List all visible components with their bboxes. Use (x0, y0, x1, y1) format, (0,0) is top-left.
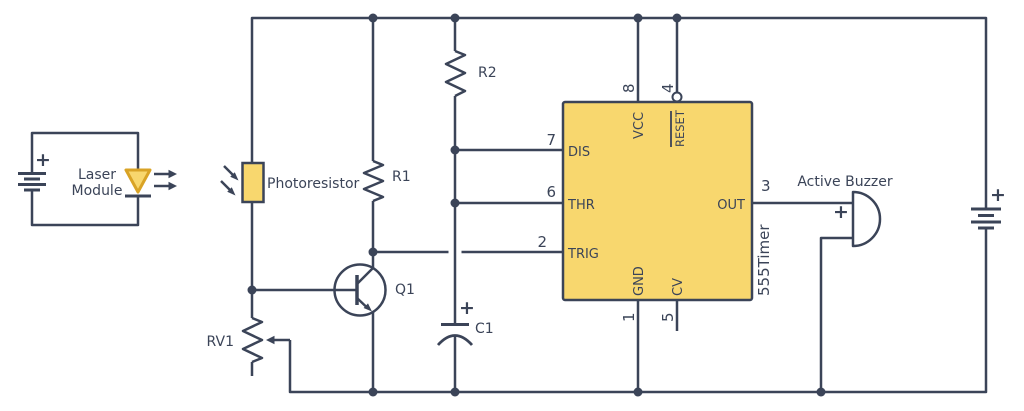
top-rail-wire (250, 16, 988, 209)
laser-battery-icon (18, 172, 46, 192)
laser-diode-icon (124, 168, 152, 198)
gnd-pin-number: 1 (620, 312, 638, 322)
out-pin-number: 3 (761, 177, 771, 195)
laser-module-label-line2: Module (72, 183, 123, 199)
trig-pin-number: 2 (537, 233, 547, 251)
junction-dot (450, 13, 460, 23)
c1-label: C1 (475, 321, 494, 337)
q1-emitter (356, 297, 368, 309)
junction-dot (633, 13, 643, 23)
photoresistor-light-arrows-icon (220, 165, 239, 196)
photoresistor-body (241, 161, 265, 204)
q1-emitter-arrowhead (363, 303, 372, 312)
rv1-label: RV1 (207, 334, 234, 350)
r1-label: R1 (392, 169, 411, 185)
resistor-r1: R1 (362, 159, 411, 203)
thr-pin-number: 6 (546, 183, 556, 201)
q1-label: Q1 (395, 282, 415, 298)
junction-dots (247, 13, 826, 397)
junction-dot (450, 145, 460, 155)
buzzer: + Active Buzzer (797, 174, 893, 248)
resistor-r2: R2 (444, 49, 497, 98)
out-pin-label: OUT (717, 198, 745, 213)
main-circuit-wires (250, 16, 988, 394)
main-battery-plus-label: + (990, 184, 1006, 206)
timer-ic-name: 555Timer (755, 224, 773, 296)
cv-pin-number: 5 (659, 312, 677, 322)
laser-module-circuit: + Laser Module (18, 131, 177, 227)
main-battery-icon: + (971, 184, 1006, 230)
cv-pin-label: CV (671, 278, 686, 296)
c1-curved-plate (436, 334, 474, 346)
junction-dot (368, 13, 378, 23)
junction-dot (450, 198, 460, 208)
junction-dot (247, 285, 257, 295)
buzzer-body (851, 190, 882, 248)
laser-module-wire (30, 131, 140, 227)
buzzer-plus-label: + (833, 201, 849, 223)
junction-dot (368, 387, 378, 397)
laser-module-label-line1: Laser (78, 167, 116, 183)
junction-dot (816, 387, 826, 397)
timer-ic-body (561, 100, 754, 302)
reset-pin-label: RESET (673, 109, 687, 147)
laser-beam-arrows-icon (154, 169, 177, 191)
thr-pin-label: THR (567, 198, 595, 213)
reset-inversion-bubble (671, 91, 683, 103)
r2-label: R2 (478, 65, 497, 81)
rv1-zigzag (241, 316, 264, 364)
junction-dot (633, 387, 643, 397)
dis-pin-number: 7 (546, 131, 556, 149)
timer-ic: DIS THR TRIG OUT VCC RESET GND CV 555Tim… (537, 83, 773, 322)
capacitor-c1: + C1 (436, 297, 494, 346)
trig-pin-label: TRIG (567, 247, 599, 262)
buzzer-label: Active Buzzer (797, 174, 893, 190)
photoresistor: Photoresistor (220, 161, 360, 204)
transistor-q1: Q1 (252, 263, 415, 317)
potentiometer-rv1: RV1 (207, 316, 275, 364)
q1-collector (356, 267, 374, 285)
c1-plus-label: + (459, 297, 475, 319)
r2-zigzag (444, 49, 467, 98)
dis-pin-label: DIS (568, 145, 590, 160)
vcc-pin-label: VCC (632, 112, 647, 139)
photoresistor-label: Photoresistor (267, 176, 360, 192)
junction-dot (450, 387, 460, 397)
vcc-pin-number: 8 (620, 83, 638, 93)
r1-zigzag (362, 159, 385, 203)
rv1-wiper-arrowhead (266, 335, 275, 345)
reset-pin-number: 4 (659, 83, 677, 93)
junction-dot (368, 247, 378, 257)
gnd-pin-label: GND (632, 266, 647, 296)
junction-dot (672, 13, 682, 23)
buzzer-gnd-wire (819, 236, 853, 392)
laser-battery-plus-label: + (35, 149, 51, 171)
